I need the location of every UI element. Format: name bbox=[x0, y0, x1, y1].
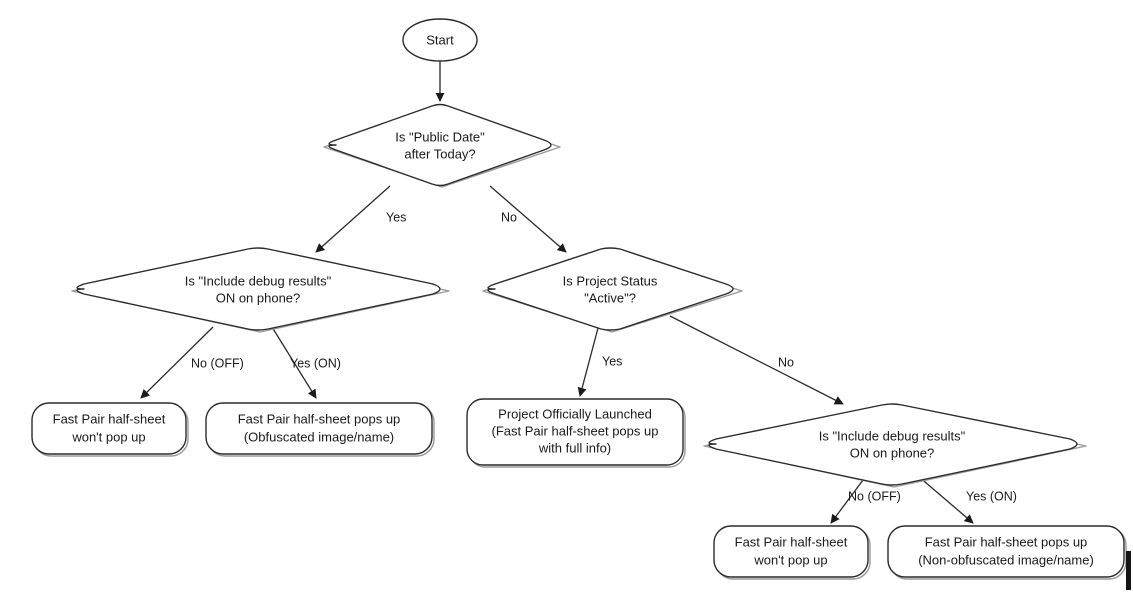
node-decision-debug-right-line1: Is "Include debug results" bbox=[819, 428, 966, 443]
edge-project-status-yes: Yes bbox=[577, 327, 622, 397]
edge-label-yes-project-status: Yes bbox=[602, 354, 622, 368]
node-decision-public-date-line1: Is "Public Date" bbox=[395, 129, 485, 144]
node-decision-project-status[interactable]: Is Project Status "Active"? bbox=[482, 247, 743, 333]
node-start[interactable]: Start bbox=[402, 18, 478, 62]
edge-debug-right-yes-on: Yes (ON) bbox=[917, 475, 1017, 524]
edge-label-yes-public-date: Yes bbox=[386, 210, 406, 224]
node-result-left-off-line2: won't pop up bbox=[71, 429, 145, 444]
edge-label-no-off-right: No (OFF) bbox=[848, 489, 901, 503]
node-decision-project-status-line1: Is Project Status bbox=[563, 273, 658, 288]
edge-label-no-project-status: No bbox=[778, 355, 794, 369]
edge-project-status-no: No bbox=[669, 315, 844, 405]
edge-label-yes-on-left: Yes (ON) bbox=[290, 356, 341, 370]
node-result-launched-line2: (Fast Pair half-sheet pops up bbox=[492, 423, 659, 438]
node-result-left-on[interactable]: Fast Pair half-sheet pops up (Obfuscated… bbox=[205, 402, 435, 457]
node-decision-debug-left[interactable]: Is "Include debug results" ON on phone? bbox=[71, 247, 450, 333]
node-result-right-off-line2: won't pop up bbox=[753, 552, 827, 567]
node-decision-public-date-line2: after Today? bbox=[404, 146, 475, 161]
node-result-right-off-line1: Fast Pair half-sheet bbox=[735, 534, 848, 549]
edge-debug-left-no-off: No (OFF) bbox=[140, 326, 244, 399]
node-decision-debug-left-line2: ON on phone? bbox=[216, 290, 301, 305]
node-result-launched[interactable]: Project Officially Launched (Fast Pair h… bbox=[466, 398, 686, 468]
node-result-left-on-line2: (Obfuscated image/name) bbox=[244, 429, 394, 444]
node-decision-project-status-line2: "Active"? bbox=[584, 290, 636, 305]
node-start-label: Start bbox=[426, 32, 454, 47]
edge-public-date-no: No bbox=[489, 185, 567, 253]
node-result-right-on-line1: Fast Pair half-sheet pops up bbox=[925, 534, 1088, 549]
edge-public-date-yes: Yes bbox=[315, 185, 406, 253]
edge-debug-left-yes-on: Yes (ON) bbox=[271, 326, 341, 399]
node-result-left-off-line1: Fast Pair half-sheet bbox=[53, 411, 166, 426]
node-result-launched-line1: Project Officially Launched bbox=[498, 406, 652, 421]
node-result-left-off[interactable]: Fast Pair half-sheet won't pop up bbox=[31, 402, 189, 457]
edge-label-no-public-date: No bbox=[501, 210, 517, 224]
page-edge-artifact bbox=[1126, 551, 1131, 590]
node-decision-debug-right[interactable]: Is "Include debug results" ON on phone? bbox=[703, 403, 1087, 488]
edge-label-yes-on-right: Yes (ON) bbox=[966, 489, 1017, 503]
edge-debug-right-no-off: No (OFF) bbox=[830, 475, 901, 524]
node-result-left-on-line1: Fast Pair half-sheet pops up bbox=[238, 411, 401, 426]
node-result-right-off[interactable]: Fast Pair half-sheet won't pop up bbox=[713, 525, 871, 580]
node-result-right-on[interactable]: Fast Pair half-sheet pops up (Non-obfusc… bbox=[887, 525, 1127, 580]
node-decision-debug-right-line2: ON on phone? bbox=[850, 445, 935, 460]
edge-label-no-off-left: No (OFF) bbox=[191, 356, 244, 370]
node-result-launched-line3: with full info) bbox=[538, 440, 611, 455]
node-decision-debug-left-line1: Is "Include debug results" bbox=[185, 273, 332, 288]
node-result-right-on-line2: (Non-obfuscated image/name) bbox=[918, 552, 1094, 567]
node-decision-public-date[interactable]: Is "Public Date" after Today? bbox=[323, 103, 561, 188]
